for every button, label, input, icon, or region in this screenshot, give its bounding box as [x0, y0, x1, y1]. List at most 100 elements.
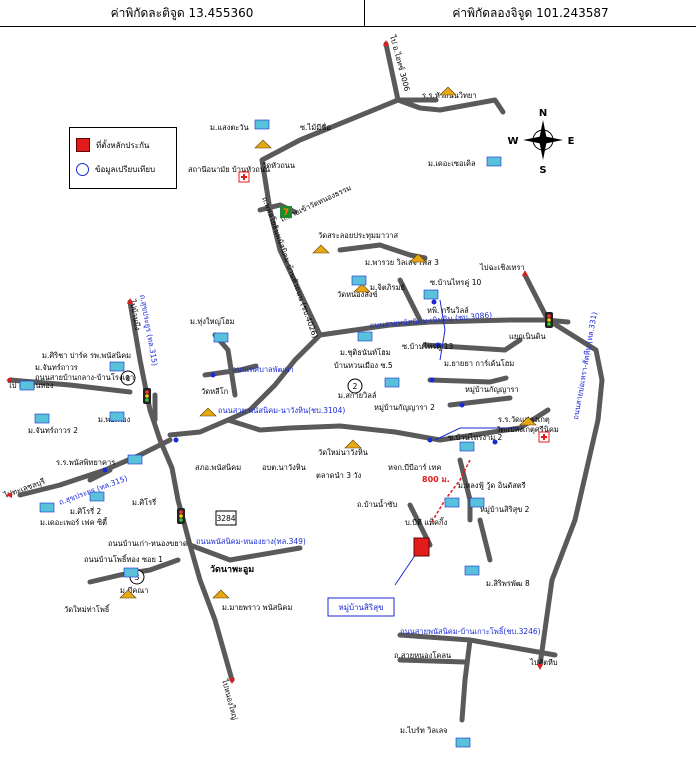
road-main-ns — [383, 41, 443, 113]
place-p36: ร.ร.พนัสพิทยาคาร — [56, 458, 115, 467]
marker-3: 3 — [135, 573, 140, 582]
place-p34: ตลาดนำ 3 วัง — [316, 471, 362, 480]
comparison-point — [431, 299, 437, 305]
comparison-point — [435, 342, 441, 348]
place-p8: ม.พารวย วิลเลจ เฟส 3 — [365, 258, 439, 267]
comparison-point — [429, 377, 435, 383]
road-e-spur2 — [427, 375, 509, 385]
place-p27: ม.จันทร์ถาวร 2 — [28, 426, 78, 435]
hospital-icons — [238, 171, 550, 443]
village-icons — [19, 119, 502, 748]
place-p20: ม.ชุติธนันท์โฮม — [340, 348, 391, 357]
place-p14: ซ.บ้านไทรคู่ 13 — [402, 342, 453, 351]
legend-item-comparison: ข้อมูลเปรียบเทียบ — [95, 165, 156, 174]
place-p24: ร.ร.วัดแปลงเกตุ — [498, 415, 550, 424]
road-label-r6: ถนนเทศบาลพัฒนา — [232, 365, 294, 374]
collateral-marker-icon — [76, 138, 90, 152]
convenience-store-icon — [280, 206, 292, 218]
direction-arrows — [6, 40, 543, 684]
marker-1: 1 — [126, 374, 131, 383]
comparison-point — [492, 439, 498, 445]
marker-2: 2 — [353, 382, 358, 391]
place-p29: วัดหลีโก — [201, 387, 228, 396]
place-p2: ม.แสงตะวัน — [210, 123, 249, 132]
compass-west: W — [507, 136, 518, 147]
road-315 — [127, 299, 235, 683]
comparison-point — [173, 437, 179, 443]
place-p42: หมู่บ้านสิริสุข 2 — [480, 505, 530, 514]
comparison-point — [102, 467, 108, 473]
place-p16: แยกเนินดิน — [509, 332, 546, 341]
place-p39: ม.เดอะเพอร์ เฟค ซิตี้ — [40, 517, 108, 527]
place-p30: ซ.บ้านไทรงาม 2 — [448, 433, 503, 442]
place-p41: บ.บีที แพ็คกิ้ง — [405, 517, 448, 527]
road-south-spur — [397, 657, 468, 665]
place-p3: ซ.ไม้มีชื่อ — [300, 122, 331, 132]
road-label-r13: ถนนสายบ่อเหรา-สัตหีบ (ทล.331) — [571, 311, 599, 420]
place-p25: วัดแปลงเกตุศรีนิคม — [496, 425, 559, 434]
place-p5: วัดหัวถนน — [262, 161, 295, 170]
place-p47: วัดใหม่ท่าโพธิ์ — [64, 604, 111, 614]
place-p45: ม.มายพราว พนัสนิคม — [222, 603, 292, 612]
place-p4: สถานีอนามัย บ้านหัวถนน — [188, 165, 270, 174]
road-label-r14: ถ.สายหนองโคลน — [394, 651, 451, 660]
traffic-light-icons — [143, 312, 553, 524]
subject-label: หมู่บ้านสิริสุข — [338, 603, 383, 613]
place-p33: วัดใหม่นาวังหิน — [318, 448, 368, 457]
place-p37: ม.ศิโรรี่ 2 — [70, 506, 102, 516]
place-p11: ม.จิตภิรมย์ — [370, 283, 405, 292]
place-p15: ม.ยายยา การ์เด้นโฮม — [444, 359, 514, 368]
road-south — [459, 637, 473, 723]
route-main — [434, 427, 520, 441]
road-small3 — [202, 363, 259, 378]
subject-property-marker[interactable] — [413, 537, 430, 557]
place-p13: ม.ทุ่งใหญ่โฮม — [190, 317, 235, 326]
road-small5 — [477, 517, 493, 563]
route-lines — [434, 299, 520, 441]
road-label-r19: ไปฉะเชิงเทรา — [479, 263, 525, 272]
place-p35: หจก.บีบีอาร์ เทค — [388, 463, 441, 472]
compass-south: S — [539, 165, 546, 176]
compass-north: N — [539, 108, 547, 119]
store-number: 7 — [283, 208, 289, 218]
road-label-r20: ไปสัตหีบ — [529, 658, 558, 667]
comparison-point — [210, 372, 216, 378]
road-e-spur — [422, 337, 523, 353]
map-legend: ที่ตั้งหลักประกัน ข้อมูลเปรียบเทียบ — [69, 127, 177, 189]
coordinate-header: ค่าพิกัดละติจูด 13.455360 ค่าพิกัดลองจิจ… — [0, 0, 696, 27]
place-p9: ซ.บ้านไทรคู่ 10 — [430, 278, 481, 287]
road-label-r7: ถนนสายบ้านกลาง-บ้านโรงเตา — [35, 373, 134, 382]
place-p46: ม.มีคณา — [120, 586, 148, 595]
place-p40: ม.หลงฟู้ วู้ด อินดัสตรี — [458, 481, 526, 490]
place-p32: อบต.นาวังหิน — [262, 463, 306, 472]
road-n-spur — [337, 242, 428, 261]
road-north — [259, 97, 401, 338]
place-p6: ม.เดอะเซอเคิล — [428, 159, 476, 168]
road-label-r12: ถนนสายพนัสนิคม-บ้านเกาะโพธิ์(ชบ.3246) — [400, 626, 541, 636]
place-p21: บ้านหวนเมือง ซ.5 — [334, 361, 393, 370]
place-p38: ม.ศิโรรี่ — [132, 497, 156, 507]
place-p17: ม.ศิริชา ปาร์ค — [42, 351, 88, 360]
road-to-chacheongsao — [522, 272, 551, 323]
road-label-r11: ถนนพนัสนิคม-หนองยาง(ทล.349) — [196, 537, 306, 546]
comparison-points — [102, 299, 498, 473]
comparison-point — [427, 437, 433, 443]
temple-icons — [119, 86, 537, 599]
route-shield — [215, 510, 237, 526]
place-p18: รพ.พนัสนิคม — [90, 351, 131, 360]
distance-line — [429, 459, 471, 526]
place-p22: หมู่บ้านกัญญารา — [465, 385, 519, 394]
comparison-circle-icon — [76, 163, 89, 176]
latitude-label: ค่าพิกัดละติจูด 13.455360 — [0, 0, 365, 26]
place-p48: ถนนบ้านโพธิ์ทอง ซอย 1 — [84, 554, 163, 564]
road-e-spur3 — [447, 395, 513, 408]
place-p31: สภอ.พนัสนิคม — [195, 463, 241, 472]
place-p12: หพิ. กรีนวิลล์ — [427, 306, 469, 315]
road-label-r5: ถนนสาย พนัสนิคม-นาวังหิน(ชบ.3104) — [218, 406, 345, 415]
place-p43: ม.สิริพรพัฒ 8 — [486, 579, 530, 588]
longitude-label: ค่าพิกัดลองจิจูด 101.243587 — [452, 5, 609, 20]
road-n-spur2 — [397, 277, 423, 323]
road-central — [167, 332, 323, 438]
subject-label-box — [327, 597, 395, 617]
